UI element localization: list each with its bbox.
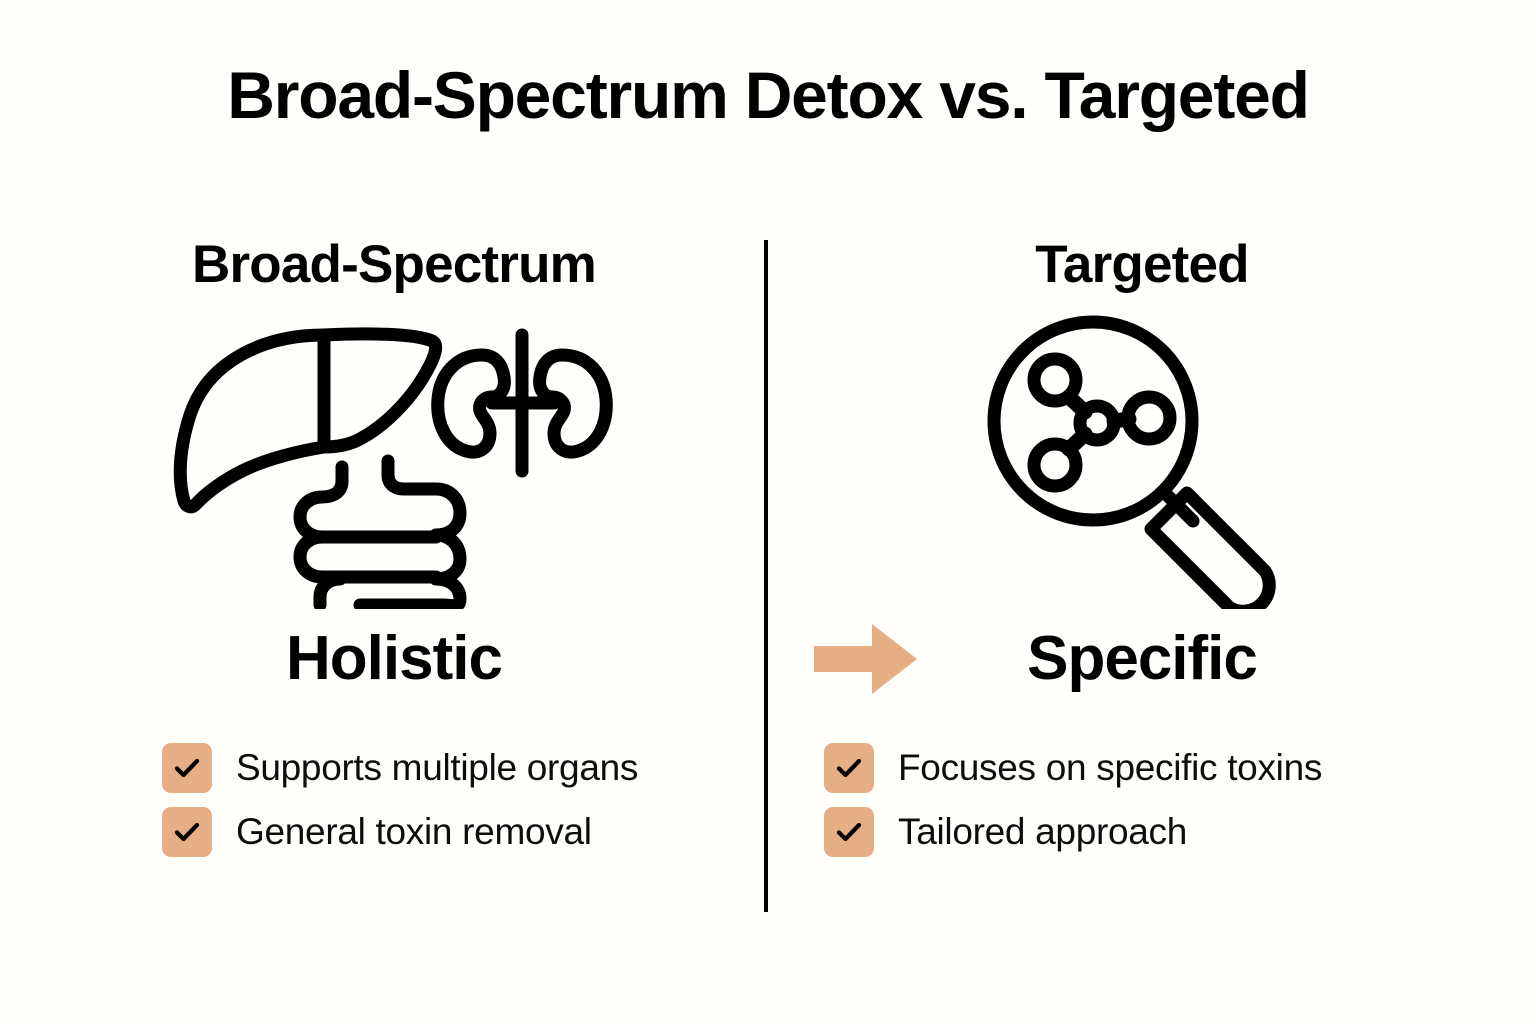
magnifying-glass-molecule-icon [987, 315, 1276, 609]
list-item[interactable]: Supports multiple organs [162, 743, 744, 793]
check-icon [824, 743, 874, 793]
list-item[interactable]: General toxin removal [162, 807, 744, 857]
column-broad-spectrum: Broad-Spectrum [44, 238, 744, 938]
verdict-row-targeted: Specific [792, 613, 1492, 705]
verdict-label-specific: Specific [1027, 624, 1258, 693]
checklist-targeted: Focuses on specific toxins Tailored appr… [792, 743, 1492, 857]
check-label: Supports multiple organs [236, 746, 639, 788]
kidneys-icon [431, 328, 613, 478]
vertical-divider [764, 240, 768, 912]
check-label: General toxin removal [236, 810, 592, 852]
list-item[interactable]: Tailored approach [824, 807, 1492, 857]
molecule-glyph [1027, 352, 1177, 493]
arrow-right-icon [814, 622, 918, 696]
liver-icon [173, 327, 443, 514]
column-heading-broad-spectrum: Broad-Spectrum [191, 235, 597, 294]
column-targeted: Targeted [792, 238, 1492, 938]
verdict-label-holistic: Holistic [286, 624, 503, 693]
page-title: Broad-Spectrum Detox vs. Targeted [227, 58, 1310, 132]
list-item[interactable]: Focuses on specific toxins [824, 743, 1492, 793]
check-label: Tailored approach [898, 810, 1188, 852]
magnifier-icon-group [792, 313, 1492, 613]
check-label: Focuses on specific toxins [898, 746, 1323, 788]
organs-illustration [173, 327, 613, 609]
organ-icon-group [44, 313, 744, 613]
arrow-right-glyph [814, 624, 917, 694]
verdict-row-broad-spectrum: Holistic [44, 613, 744, 705]
check-icon [824, 807, 874, 857]
check-icon [162, 743, 212, 793]
checklist-broad-spectrum: Supports multiple organs General toxin r… [44, 743, 744, 857]
intestines-icon [293, 454, 467, 609]
check-icon [162, 807, 212, 857]
column-heading-targeted: Targeted [1035, 235, 1249, 294]
